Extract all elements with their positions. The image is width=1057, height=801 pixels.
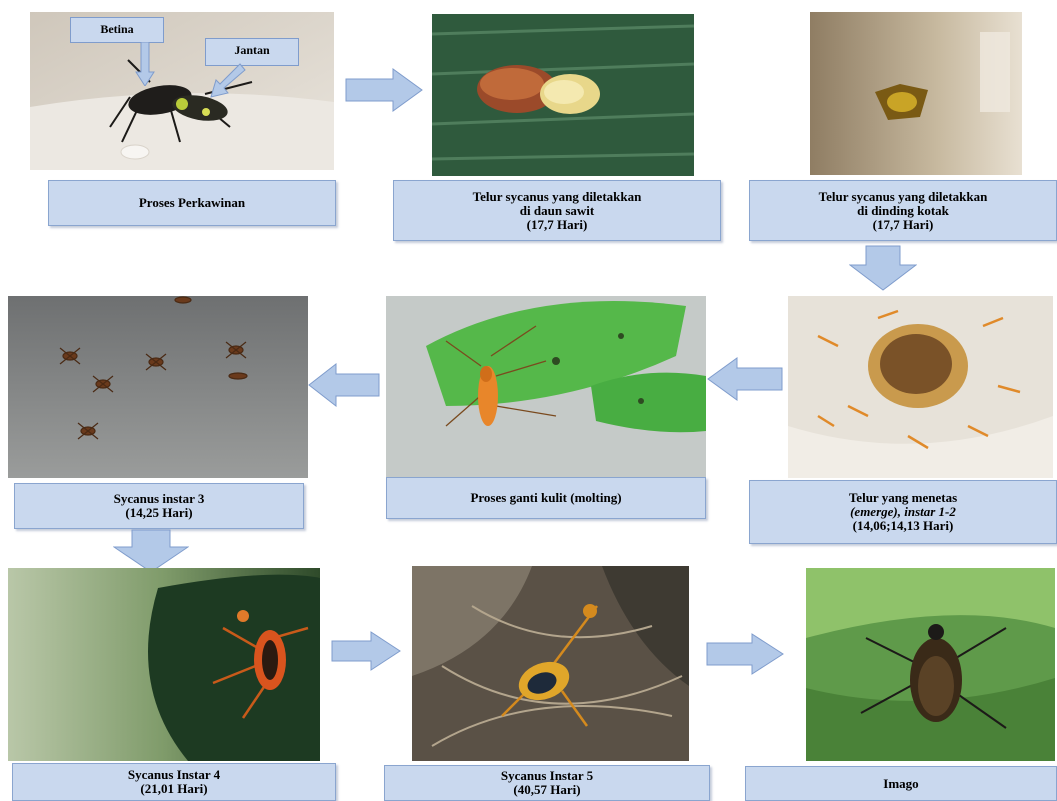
pointer-male xyxy=(210,62,246,98)
photo-imago xyxy=(806,568,1055,761)
photo-instar4 xyxy=(8,568,320,761)
caption-molting: Proses ganti kulit (molting) xyxy=(386,477,706,519)
caption-instar4: Sycanus Instar 4(21,01 Hari) xyxy=(12,763,336,801)
caption-mating: Proses Perkawinan xyxy=(48,180,336,226)
arrow-down-1 xyxy=(849,245,917,291)
caption-instar3: Sycanus instar 3(14,25 Hari) xyxy=(14,483,304,529)
arrow-left-2 xyxy=(707,357,783,401)
photo-molting xyxy=(386,296,706,478)
photo-hatch xyxy=(788,296,1053,478)
arrow-right-3 xyxy=(706,633,784,675)
photo-eggs-box xyxy=(810,12,1022,175)
photo-eggs-leaf xyxy=(432,14,694,176)
arrow-right-1 xyxy=(345,68,423,112)
arrow-down-2 xyxy=(113,529,189,573)
label-female: Betina xyxy=(70,17,164,43)
photo-instar3 xyxy=(8,296,308,478)
arrow-right-2 xyxy=(331,631,401,671)
caption-imago: Imago xyxy=(745,766,1057,801)
caption-hatch: Telur yang menetas(emerge), instar 1-2(1… xyxy=(749,480,1057,544)
photo-instar5 xyxy=(412,566,689,761)
caption-instar5: Sycanus Instar 5(40,57 Hari) xyxy=(384,765,710,801)
arrow-left-1 xyxy=(308,363,380,407)
pointer-female xyxy=(135,42,155,86)
